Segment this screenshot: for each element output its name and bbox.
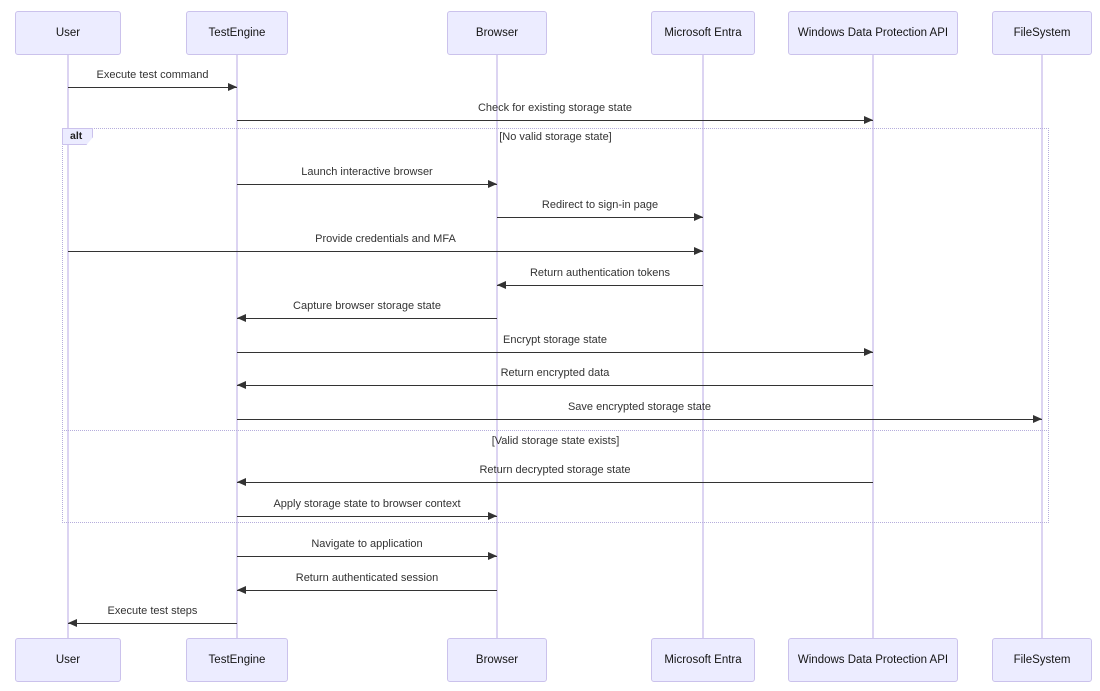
participant-testengine-top: TestEngine [186,11,288,55]
lifeline-testengine [236,55,238,638]
participant-label: Microsoft Entra [664,654,742,666]
message-save-encrypted-storage-state: Save encrypted storage state [237,400,1042,423]
message-capture-browser-storage-state: Capture browser storage state [237,299,497,322]
participant-label: Windows Data Protection API [797,654,949,666]
participant-label: Windows Data Protection API [797,27,949,39]
message-return-auth-tokens: Return authentication tokens [497,266,703,289]
arrow-right-icon [237,415,1042,423]
participant-label: Microsoft Entra [664,27,742,39]
participant-testengine-bottom: TestEngine [186,638,288,682]
message-label: Launch interactive browser [301,166,433,178]
message-check-existing-storage-state: Check for existing storage state [237,101,873,124]
participant-label: User [55,27,81,39]
arrow-right-icon [497,213,703,221]
arrow-left-icon [237,381,873,389]
alt-else-divider [62,430,1049,431]
arrow-right-icon [237,116,873,124]
participant-microsoft-entra-top: Microsoft Entra [651,11,755,55]
message-label: Capture browser storage state [293,300,441,312]
alt-operator-label: alt [62,128,94,145]
participant-filesystem-bottom: FileSystem [992,638,1092,682]
participant-label: TestEngine [208,654,266,666]
participant-user-bottom: User [15,638,121,682]
participant-filesystem-top: FileSystem [992,11,1092,55]
participant-label: User [55,654,81,666]
arrow-left-icon [237,314,497,322]
message-return-encrypted-data: Return encrypted data [237,366,873,389]
arrow-left-icon [237,478,873,486]
participant-label: TestEngine [208,27,266,39]
participant-wdpapi-bottom: Windows Data Protection API [788,638,958,682]
arrow-left-icon [68,619,237,627]
message-launch-interactive-browser: Launch interactive browser [237,165,497,188]
message-label: Save encrypted storage state [567,401,712,413]
alt-frame [62,128,1049,523]
message-execute-test-steps: Execute test steps [68,604,237,627]
arrow-right-icon [68,247,703,255]
participant-label: Browser [475,654,519,666]
message-apply-storage-state: Apply storage state to browser context [237,497,497,520]
participant-microsoft-entra-bottom: Microsoft Entra [651,638,755,682]
message-label: Redirect to sign-in page [541,199,659,211]
alt-guard-valid-state: [Valid storage state exists] [491,435,620,447]
message-encrypt-storage-state: Encrypt storage state [237,333,873,356]
message-execute-test-command: Execute test command [68,68,237,91]
message-provide-credentials-mfa: Provide credentials and MFA [68,232,703,255]
message-label: Apply storage state to browser context [273,498,461,510]
message-label: Return authentication tokens [529,267,671,279]
arrow-right-icon [237,512,497,520]
participant-wdpapi-top: Windows Data Protection API [788,11,958,55]
participant-browser-bottom: Browser [447,638,547,682]
participant-browser-top: Browser [447,11,547,55]
message-label: Navigate to application [311,538,423,550]
lifeline-filesystem [1041,55,1043,638]
arrow-left-icon [237,586,497,594]
message-return-authenticated-session: Return authenticated session [237,571,497,594]
participant-label: Browser [475,27,519,39]
message-label: Return authenticated session [295,572,439,584]
lifeline-user [67,55,69,638]
arrow-left-icon [497,281,703,289]
arrow-right-icon [237,180,497,188]
participant-user-top: User [15,11,121,55]
message-label: Execute test steps [107,605,198,617]
message-navigate-to-application: Navigate to application [237,537,497,560]
lifeline-wdpapi [872,55,874,638]
message-redirect-to-sign-in: Redirect to sign-in page [497,198,703,221]
message-return-decrypted-storage-state: Return decrypted storage state [237,463,873,486]
message-label: Check for existing storage state [477,102,633,114]
lifeline-browser [496,55,498,638]
lifeline-microsoft-entra [702,55,704,638]
message-label: Return decrypted storage state [479,464,631,476]
message-label: Encrypt storage state [503,334,607,346]
alt-guard-no-valid-state: [No valid storage state] [499,131,612,143]
participant-label: FileSystem [1013,27,1071,39]
participant-label: FileSystem [1013,654,1071,666]
message-label: Return encrypted data [500,367,610,379]
message-label: Execute test command [96,69,209,81]
arrow-right-icon [68,83,237,91]
arrow-right-icon [237,348,873,356]
arrow-right-icon [237,552,497,560]
message-label: Provide credentials and MFA [315,233,456,245]
